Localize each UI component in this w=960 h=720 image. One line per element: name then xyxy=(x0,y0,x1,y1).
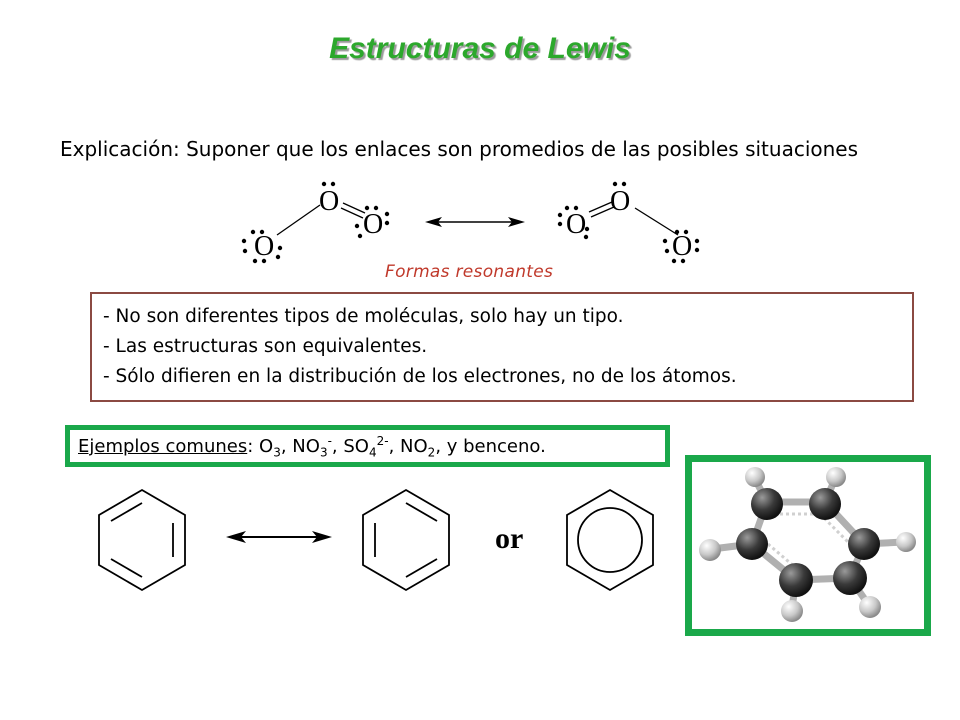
o-atom-top-left: O xyxy=(319,186,339,217)
examples-sep: : xyxy=(247,436,260,457)
benzene-3d-model-frame xyxy=(685,455,931,636)
slide-title: Estructuras de Lewis xyxy=(329,32,631,65)
benzene-kekule-right xyxy=(362,488,450,592)
examples-tail: , y benceno. xyxy=(435,436,546,457)
benzene-resonance-arrow xyxy=(226,531,332,543)
formula-no3: NO3- xyxy=(292,434,332,460)
ozone-resonance-diagram: O O O O O O xyxy=(241,181,700,264)
benzene-kekule-left xyxy=(98,488,186,592)
o-atom-top-right: O xyxy=(610,186,630,217)
sep-comma-1: , xyxy=(280,436,293,457)
o-atom-right-left: O xyxy=(363,209,383,240)
ozone-structure-right: O O O xyxy=(557,181,700,264)
resonance-arrow xyxy=(425,217,525,227)
ozone-structure-left: O O O xyxy=(241,181,390,264)
o-atom-bottom-left: O xyxy=(254,231,274,262)
explanation-text: Explicación: Suponer que los enlaces son… xyxy=(60,137,859,161)
examples-label: Ejemplos comunes xyxy=(78,436,248,457)
o-atom-left-right: O xyxy=(566,209,586,240)
sep-comma-2: , xyxy=(331,436,344,457)
bullet-1: - No son diferentes tipos de moléculas, … xyxy=(103,306,624,327)
resonance-caption: Formas resonantes xyxy=(385,262,554,282)
formula-so4: SO42- xyxy=(343,434,389,460)
bullet-2: - Las estructuras son equivalentes. xyxy=(103,336,428,357)
or-label: or xyxy=(495,522,524,555)
o-atom-bottom-right: O xyxy=(672,231,692,262)
bullet-box: - No son diferentes tipos de moléculas, … xyxy=(90,292,914,402)
sep-comma-3: , xyxy=(388,436,401,457)
benzene-3d-model xyxy=(699,467,916,622)
formula-no2: NO2 xyxy=(400,436,436,460)
benzene-circle-form xyxy=(566,488,654,592)
examples-box: Ejemplos comunes: O3, NO3-, SO42-, NO2, … xyxy=(65,425,670,467)
bullet-3: - Sólo difieren en la distribución de lo… xyxy=(103,366,737,387)
formula-o3: O3 xyxy=(259,436,281,460)
